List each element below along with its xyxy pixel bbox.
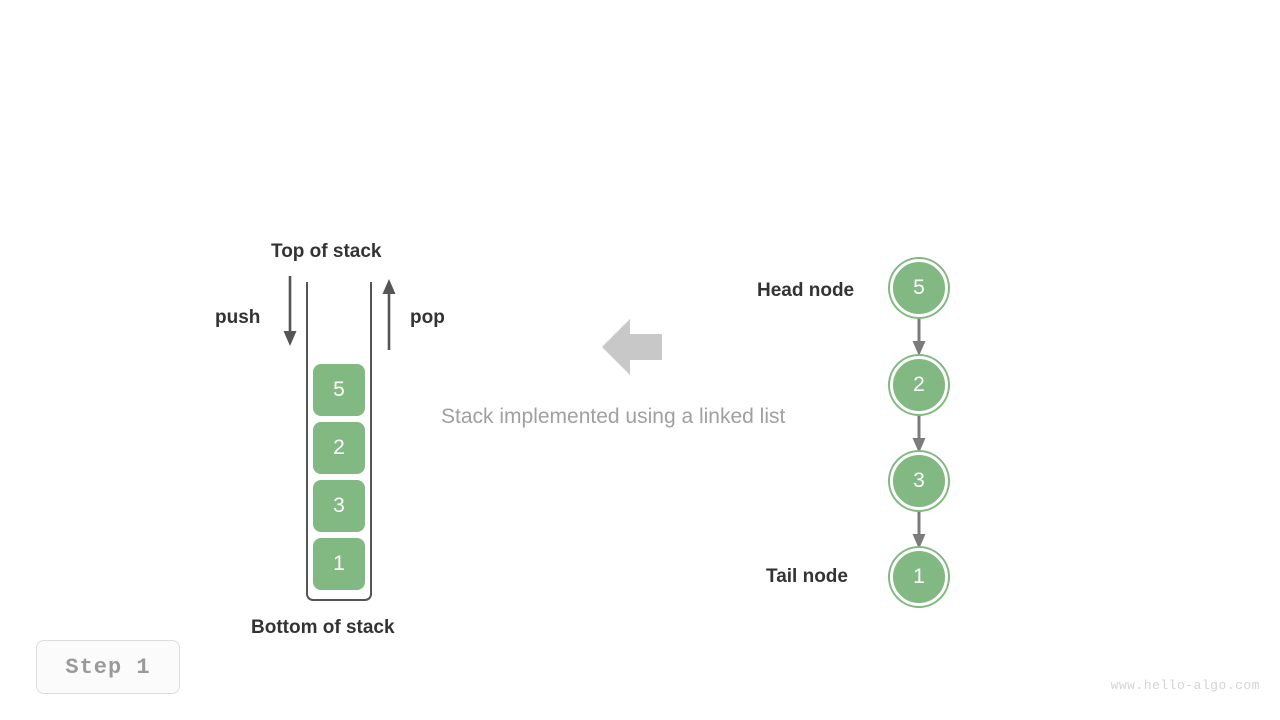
bottom-of-stack-label: Bottom of stack — [251, 617, 395, 638]
stack-container — [306, 282, 372, 601]
stack-item: 1 — [313, 538, 365, 590]
linked-list-node: 2 — [890, 356, 948, 414]
link-arrow-icon — [912, 319, 926, 356]
tail-node-label: Tail node — [766, 566, 848, 587]
linked-list-node: 1 — [890, 548, 948, 606]
block-arrow-left-icon — [602, 319, 662, 375]
linked-list-node: 5 — [890, 259, 948, 317]
stack-item: 3 — [313, 480, 365, 532]
linked-list-node: 3 — [890, 452, 948, 510]
pop-arrow-icon — [382, 279, 396, 350]
link-arrow-icon — [912, 512, 926, 549]
step-badge: Step 1 — [36, 640, 180, 694]
watermark: www.hello-algo.com — [1110, 678, 1260, 693]
stack-item: 2 — [313, 422, 365, 474]
link-arrow-icon — [912, 416, 926, 453]
pop-label: pop — [410, 307, 445, 328]
head-node-label: Head node — [757, 280, 855, 301]
top-of-stack-label: Top of stack — [271, 241, 382, 262]
diagram-caption: Stack implemented using a linked list — [441, 405, 786, 428]
push-arrow-icon — [283, 276, 297, 346]
stack-item: 5 — [313, 364, 365, 416]
push-label: push — [215, 307, 261, 328]
